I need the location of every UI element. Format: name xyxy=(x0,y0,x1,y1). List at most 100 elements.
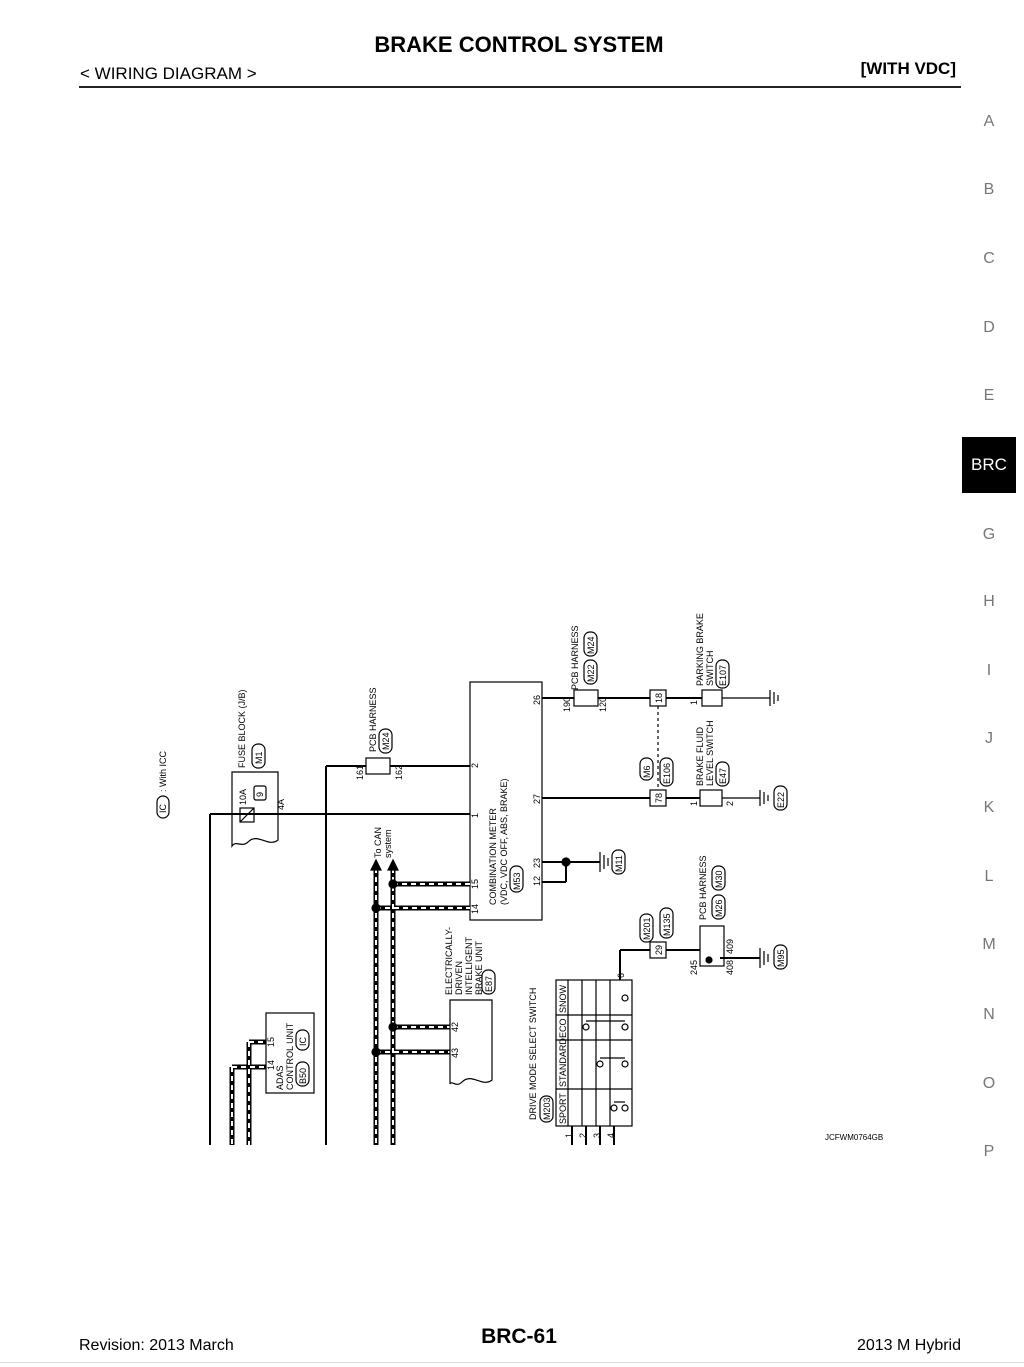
adas-control-unit: 15 14 ADAS CONTROL UNIT B50 IC xyxy=(265,1012,315,1094)
fuse-rating: 10A xyxy=(238,789,248,805)
joint-connector-78: 78 M6 E106 xyxy=(639,757,674,807)
meter-pin-14: 14 xyxy=(470,904,480,914)
pcb-harness-2-connector-m24: M24 xyxy=(586,636,596,654)
drive-mode-snow: SNOW xyxy=(558,984,568,1013)
pcb-harness-3-pin-409: 409 xyxy=(725,939,735,954)
junction-dot xyxy=(388,879,398,889)
bottom-divider xyxy=(0,1362,1024,1363)
side-tab-o[interactable]: O xyxy=(982,1075,996,1092)
variant-label: [WITH VDC] xyxy=(860,59,956,78)
junction-dot xyxy=(371,903,381,913)
drive-mode-pin-2: 2 xyxy=(578,1133,588,1138)
combination-meter-connector: M53 xyxy=(512,872,522,890)
ground-e22: E22 xyxy=(776,792,786,808)
side-tab-c[interactable]: C xyxy=(983,250,995,267)
brake-unit-connector: E87 xyxy=(484,976,494,992)
can-arrow-1 xyxy=(370,858,382,871)
side-tab-a[interactable]: A xyxy=(983,113,995,130)
meter-pin-23: 23 xyxy=(532,858,542,868)
parking-brake-switch: PARKING BRAKE SWITCH E107 1 xyxy=(689,613,779,707)
ic-note: IC : With ICC xyxy=(156,750,170,819)
joint-29-connector-m201: M201 xyxy=(642,917,652,940)
page-title: BRAKE CONTROL SYSTEM xyxy=(374,32,664,57)
drive-mode-standard: STANDARD xyxy=(558,1038,568,1087)
side-tab-g[interactable]: G xyxy=(982,526,996,543)
fuse-number: 9 xyxy=(255,792,265,797)
pcb-harness-3-connector-m26: M26 xyxy=(714,899,724,917)
side-tab-b[interactable]: B xyxy=(983,181,995,198)
meter-pin-1: 1 xyxy=(470,813,480,818)
section-label: < WIRING DIAGRAM > xyxy=(80,64,257,83)
brake-fluid-pin-1: 1 xyxy=(689,801,699,806)
drive-mode-eco: ECO xyxy=(558,1018,568,1038)
ground-m95: M95 xyxy=(759,944,788,970)
meter-pin-2: 2 xyxy=(470,763,480,768)
side-tab-p[interactable]: P xyxy=(983,1143,995,1160)
meter-pin-26: 26 xyxy=(532,695,542,705)
brake-unit-pin-42: 42 xyxy=(450,1022,460,1032)
can-arrow-2 xyxy=(387,858,399,871)
drive-mode-pin-3: 3 xyxy=(592,1133,602,1138)
meter-pin-15: 15 xyxy=(470,879,480,889)
ground-m11: M11 xyxy=(599,849,626,875)
joint-connector-18: 18 xyxy=(649,689,667,707)
drive-mode-connector: M203 xyxy=(542,1097,552,1120)
side-tab-d[interactable]: D xyxy=(983,319,995,336)
side-tab-k[interactable]: K xyxy=(983,799,995,816)
ground-m95-label: M95 xyxy=(776,949,786,967)
pcb-harness-3-pin-245: 245 xyxy=(689,960,699,975)
pcb-harness-m26: PCB HARNESS M26 M30 245 408 409 xyxy=(689,855,735,975)
drive-mode-pin-6: 6 xyxy=(616,973,626,978)
pcb-harness-3-pin-408: 408 xyxy=(725,960,735,975)
brake-unit-line2: DRIVEN xyxy=(454,961,464,995)
brake-unit-line1: ELECTRICALLY- xyxy=(444,927,454,995)
to-can-label: To CAN xyxy=(373,827,383,858)
junction-dot xyxy=(388,1022,398,1032)
parking-brake-connector: E107 xyxy=(718,665,728,686)
joint-connector-e106: E106 xyxy=(662,763,672,784)
drive-mode-pin-4: 4 xyxy=(606,1133,616,1138)
pcb-harness-2-label: PCB HARNESS xyxy=(570,625,580,690)
adas-control-unit-label: CONTROL UNIT xyxy=(285,1022,295,1090)
drive-mode-select-switch: DRIVE MODE SELECT SWITCH M203 SPORT STAN… xyxy=(528,973,633,1145)
adas-pin-14: 14 xyxy=(266,1060,276,1070)
joint-connector-29: 29 M201 M135 xyxy=(639,907,674,959)
pcb-harness-1-label: PCB HARNESS xyxy=(368,687,378,752)
drive-mode-label: DRIVE MODE SELECT SWITCH xyxy=(528,988,538,1120)
side-tab-e[interactable]: E xyxy=(983,387,995,404)
parking-brake-switch-label: SWITCH xyxy=(705,651,715,687)
can-lines: To CAN system xyxy=(229,827,470,1145)
combination-meter-label: COMBINATION METER xyxy=(488,808,498,905)
drive-mode-pin-1: 1 xyxy=(564,1133,574,1138)
signal-wires xyxy=(542,697,760,980)
side-tab-n[interactable]: N xyxy=(983,1006,995,1023)
ic-note-symbol: IC xyxy=(158,803,168,813)
pcb-harness-1-pin-161: 161 xyxy=(355,765,365,780)
junction-dot xyxy=(371,1047,381,1057)
brake-fluid-level-switch: BRAKE FLUID LEVEL SWITCH E47 1 2 E22 xyxy=(689,720,788,811)
pcb-harness-2-connector-m22: M22 xyxy=(586,664,596,682)
model-label: 2013 M Hybrid xyxy=(856,1337,961,1354)
adas-label: ADAS xyxy=(275,1065,285,1090)
ic-note-text: : With ICC xyxy=(158,750,168,792)
joint-29-label: 29 xyxy=(654,945,664,955)
side-tab-i[interactable]: I xyxy=(986,662,992,679)
brake-unit: ELECTRICALLY- DRIVEN INTELLIGENT BRAKE U… xyxy=(444,927,496,1085)
adas-connector: B50 xyxy=(298,1068,308,1084)
drive-mode-sport: SPORT xyxy=(558,1093,568,1124)
brake-fluid-pin-2: 2 xyxy=(725,801,735,806)
side-tab-brc[interactable]: BRC xyxy=(962,437,1016,493)
side-tab-j[interactable]: J xyxy=(985,730,993,747)
drive-mode-contacts xyxy=(582,994,629,1112)
combination-meter-functions: (VDC, VDC OFF, ABS, BRAKE) xyxy=(499,778,509,905)
ground-m11-label: M11 xyxy=(614,855,624,872)
power-wires xyxy=(209,765,470,1145)
meter-pin-27: 27 xyxy=(532,794,542,804)
pcb-harness-2-pin-190: 190 xyxy=(562,697,572,712)
parking-brake-pin-1: 1 xyxy=(689,700,699,705)
side-tab-m[interactable]: M xyxy=(982,936,996,953)
pcb-harness-m22: PCB HARNESS M22 M24 190 120 xyxy=(562,625,608,712)
pcb-harness-3-label: PCB HARNESS xyxy=(698,855,708,920)
side-tab-h[interactable]: H xyxy=(983,593,995,610)
side-tab-l[interactable]: L xyxy=(984,868,994,885)
